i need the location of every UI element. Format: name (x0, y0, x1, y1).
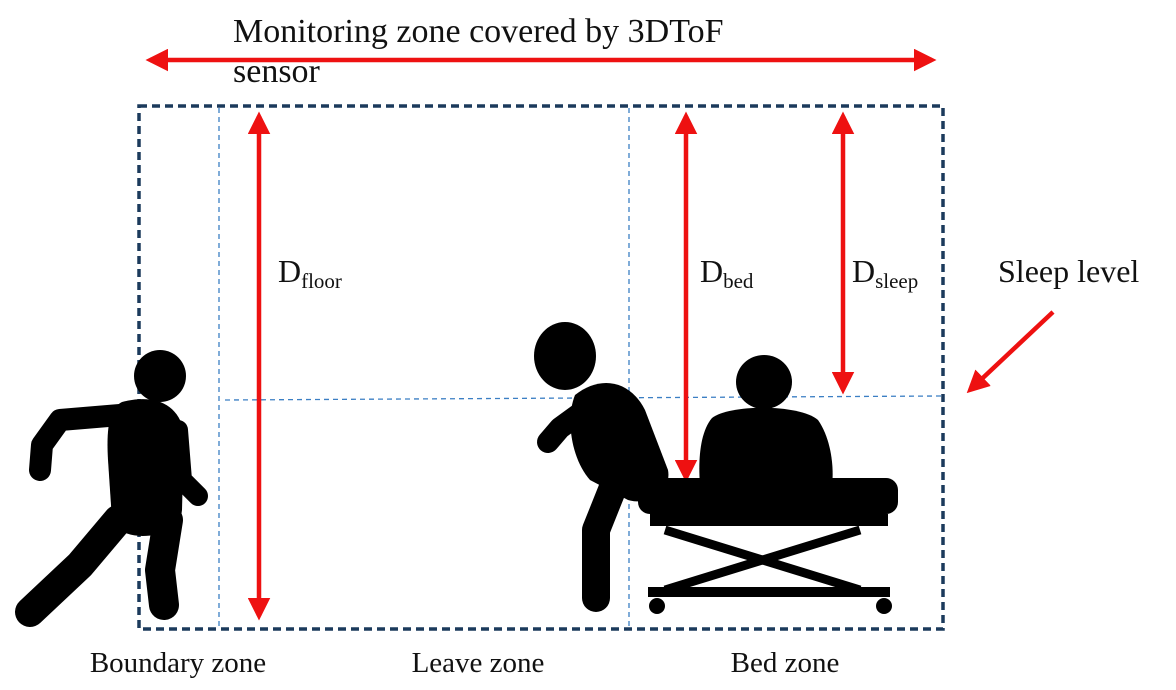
bending-person-icon (534, 322, 669, 612)
d-bed-label: Dbed (700, 253, 754, 293)
d-sleep-label: Dsleep (852, 253, 918, 293)
sleep-level-arrow (966, 310, 1055, 394)
sleep-level-label: Sleep level (998, 253, 1139, 289)
bed-icon (638, 478, 898, 614)
d-floor-label: Dfloor (278, 253, 342, 293)
sleep-level-line (224, 395, 942, 401)
bed-zone-label: Bed zone (731, 647, 840, 679)
seated-person-icon (699, 355, 833, 485)
title-line-1: Monitoring zone covered by 3DToF (233, 13, 724, 50)
boundary-zone-label: Boundary zone (90, 647, 266, 679)
walking-person-icon (15, 350, 208, 627)
leave-zone-label: Leave zone (412, 647, 545, 679)
